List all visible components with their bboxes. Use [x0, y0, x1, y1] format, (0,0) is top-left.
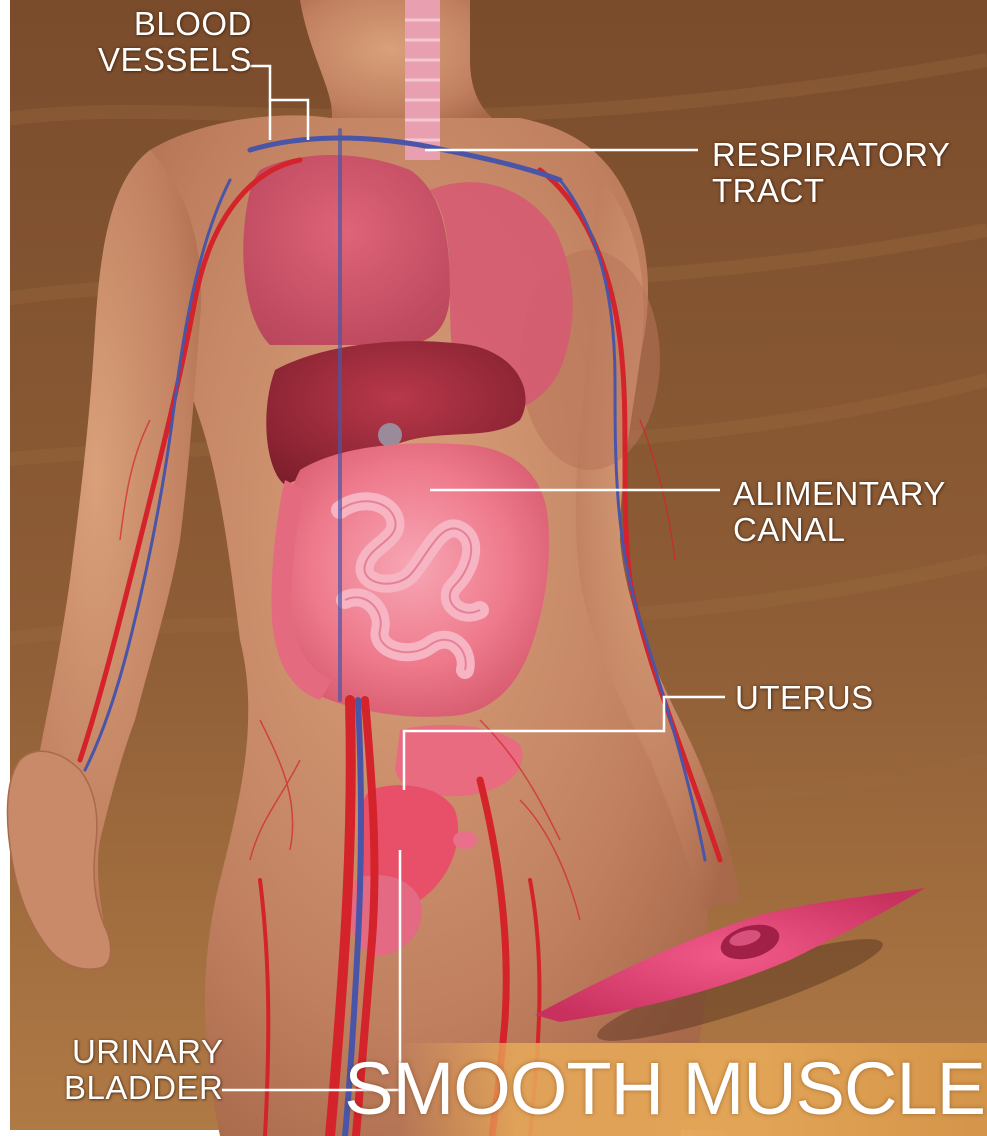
label-alimentary-canal-line1: ALIMENTARY — [733, 476, 946, 512]
left-edge — [0, 0, 10, 1136]
label-respiratory-tract: RESPIRATORY TRACT — [712, 137, 950, 209]
label-blood-vessels-line2: VESSELS — [98, 42, 252, 78]
label-blood-vessels-line1: BLOOD — [98, 6, 252, 42]
page-title: SMOOTH MUSCLE — [344, 1044, 985, 1134]
label-respiratory-tract-line2: TRACT — [712, 173, 950, 209]
label-uterus: UTERUS — [735, 680, 874, 716]
label-alimentary-canal: ALIMENTARY CANAL — [733, 476, 946, 548]
label-respiratory-tract-line1: RESPIRATORY — [712, 137, 950, 173]
label-blood-vessels: BLOOD VESSELS — [98, 6, 252, 78]
label-urinary-bladder: URINARY BLADDER — [64, 1034, 223, 1106]
trachea — [405, 0, 440, 160]
label-urinary-bladder-line2: BLADDER — [64, 1070, 223, 1106]
label-urinary-bladder-line1: URINARY — [64, 1034, 223, 1070]
gallbladder — [378, 423, 402, 447]
label-uterus-line1: UTERUS — [735, 680, 874, 716]
label-alimentary-canal-line2: CANAL — [733, 512, 946, 548]
